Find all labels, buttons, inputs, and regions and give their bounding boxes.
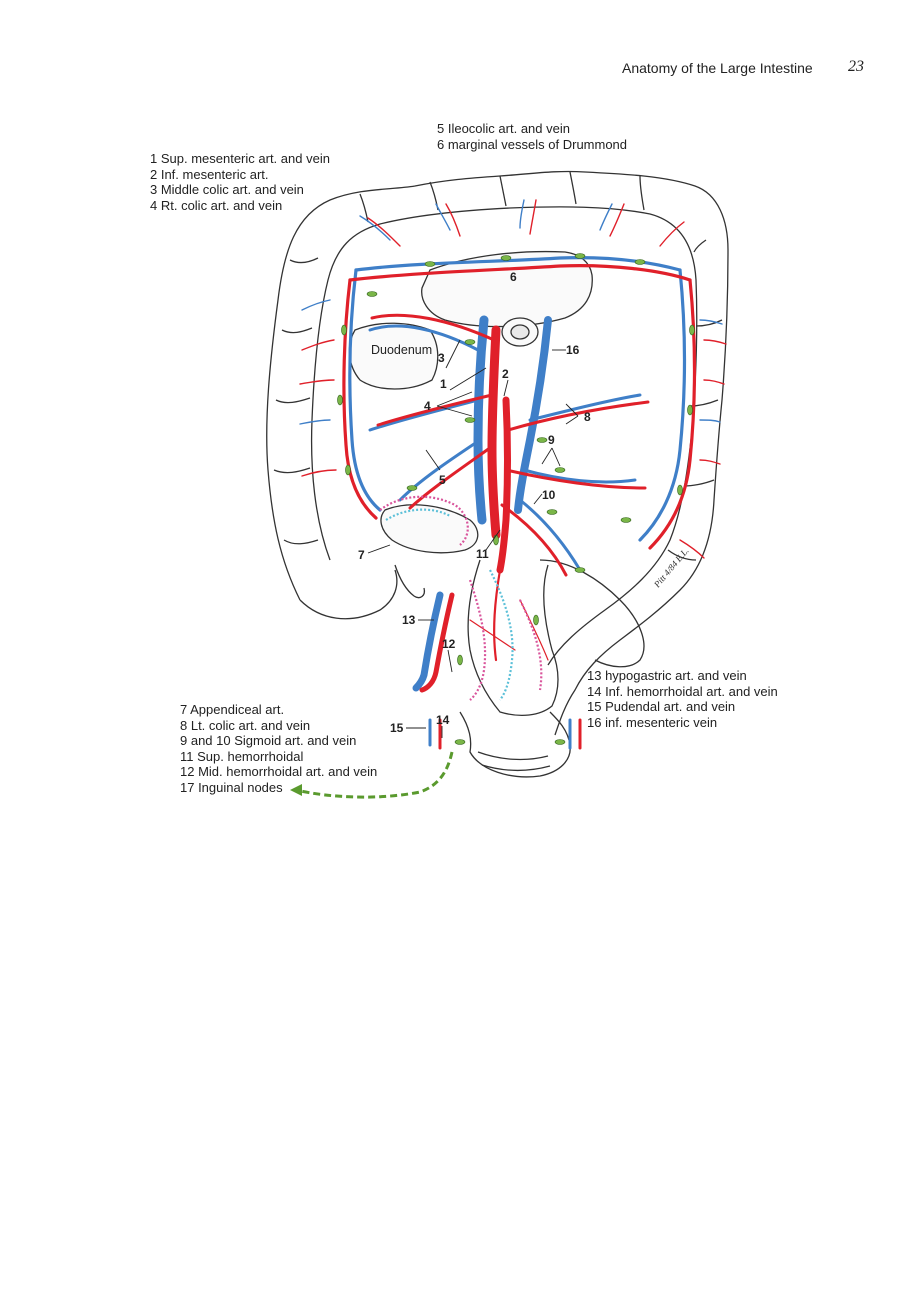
callout-15: 15	[390, 721, 404, 735]
callout-16: 16	[566, 343, 580, 357]
legend-bottom-left: 7 Appendiceal art. 8 Lt. colic art. and …	[180, 702, 377, 795]
lymph-nodes	[337, 253, 695, 745]
legend-item: 3 Middle colic art. and vein	[150, 182, 304, 197]
legend-bottom-right: 13 hypogastric art. and vein 14 Inf. hem…	[587, 668, 778, 730]
legend-item: 4 Rt. colic art. and vein	[150, 197, 283, 213]
legend-item: 14 Inf. hemorrhoidal art. and vein	[587, 683, 778, 699]
legend-top-center: 5 Ileocolic art. and vein 6 marginal ves…	[437, 121, 627, 152]
legend-item: 15 Pudendal art. and vein	[587, 699, 736, 714]
callout-8: 8	[584, 410, 591, 424]
callout-5: 5	[439, 473, 446, 487]
callout-7: 7	[358, 548, 365, 562]
inguinal-arrow-icon	[290, 784, 302, 796]
callout-4: 4	[424, 399, 431, 413]
callout-2: 2	[502, 367, 509, 381]
inguinal-drainage-path	[295, 751, 454, 799]
legend-item: 7 Appendiceal art.	[180, 702, 285, 717]
legend-item: 5 Ileocolic art. and vein	[437, 121, 570, 136]
callout-13: 13	[402, 613, 416, 627]
duodenum-label: Duodenum	[371, 343, 432, 357]
page-number: 23	[848, 58, 864, 75]
legend-item: 16 inf. mesenteric vein	[587, 714, 718, 730]
running-head: Anatomy of the Large Intestine 23	[560, 58, 870, 78]
callout-14: 14	[436, 713, 450, 727]
legend-item: 11 Sup. hemorrhoidal	[180, 748, 304, 764]
legend-item: 8 Lt. colic art. and vein	[180, 717, 311, 733]
leader-lines	[367, 339, 579, 738]
arteries	[299, 199, 727, 750]
legend-item: 12 Mid. hemorrhoidal art. and vein	[180, 764, 378, 779]
legend-item: 6 marginal vessels of Drummond	[437, 136, 628, 152]
veins	[299, 199, 723, 750]
legend-item: 17 Inguinal nodes	[180, 779, 283, 795]
legend-top-left: 1 Sup. mesenteric art. and vein 2 Inf. m…	[150, 151, 330, 213]
callout-12: 12	[442, 637, 456, 651]
running-head-title: Anatomy of the Large Intestine	[622, 60, 813, 76]
legend-item: 9 and 10 Sigmoid art. and vein	[180, 733, 357, 748]
callout-6: 6	[510, 270, 517, 284]
callout-11: 11	[476, 547, 489, 561]
callout-1: 1	[440, 377, 447, 391]
callout-9: 9	[548, 433, 555, 447]
colon-outline	[266, 170, 729, 778]
legend-item: 13 hypogastric art. and vein	[587, 668, 747, 683]
legend-item: 1 Sup. mesenteric art. and vein	[150, 151, 330, 166]
callout-10: 10	[542, 488, 556, 502]
lymphatic-chains	[379, 495, 543, 701]
callout-3: 3	[438, 351, 445, 365]
legend-item: 2 Inf. mesenteric art.	[150, 166, 269, 182]
